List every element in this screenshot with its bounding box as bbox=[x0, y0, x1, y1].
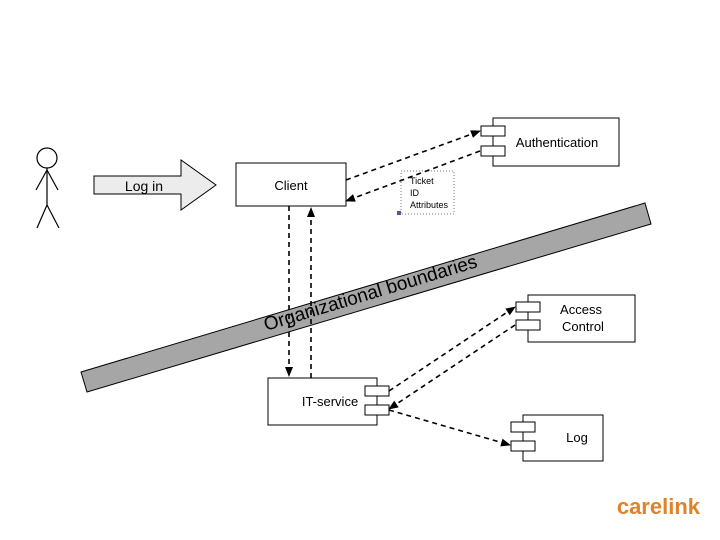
client-to-authentication-arrow bbox=[345, 130, 481, 181]
authentication-component: Authentication bbox=[480, 117, 620, 167]
access-control-to-it-service-arrow bbox=[388, 324, 516, 410]
access-control-line-1: Access bbox=[560, 302, 602, 317]
port-icon bbox=[515, 319, 541, 331]
login-label: Log in bbox=[125, 178, 163, 194]
log-component: Log bbox=[510, 414, 604, 462]
port-icon bbox=[510, 440, 536, 452]
port-icon bbox=[515, 301, 541, 313]
port-icon bbox=[480, 145, 506, 157]
stick-figure-icon bbox=[35, 147, 60, 229]
authentication-label: Authentication bbox=[516, 135, 598, 150]
it-service-to-access-control-arrow bbox=[388, 306, 516, 392]
authentication-to-client-arrow bbox=[345, 150, 481, 202]
login-arrow: Log in bbox=[93, 159, 217, 211]
port-icon bbox=[510, 421, 536, 433]
it-service-to-log-arrow bbox=[388, 409, 511, 447]
it-service-label: IT-service bbox=[302, 394, 358, 409]
boundary-label: Organizational boundaries bbox=[261, 252, 479, 336]
port-icon bbox=[364, 385, 390, 397]
selection-handle bbox=[397, 211, 401, 215]
ticket-line-1: Ticket bbox=[410, 176, 434, 186]
carelink-logo: carelink bbox=[617, 494, 701, 519]
access-control-line-2: Control bbox=[562, 319, 604, 334]
log-label: Log bbox=[566, 430, 588, 445]
ticket-note: Ticket ID Attributes bbox=[397, 170, 455, 215]
access-control-component: Access Control bbox=[515, 294, 636, 343]
client-box: Client bbox=[235, 162, 347, 207]
ticket-line-2: ID bbox=[410, 188, 420, 198]
port-icon bbox=[364, 404, 390, 416]
ticket-line-3: Attributes bbox=[410, 200, 449, 210]
client-label: Client bbox=[274, 178, 308, 193]
port-icon bbox=[480, 125, 506, 137]
it-service-component: IT-service bbox=[267, 377, 390, 426]
